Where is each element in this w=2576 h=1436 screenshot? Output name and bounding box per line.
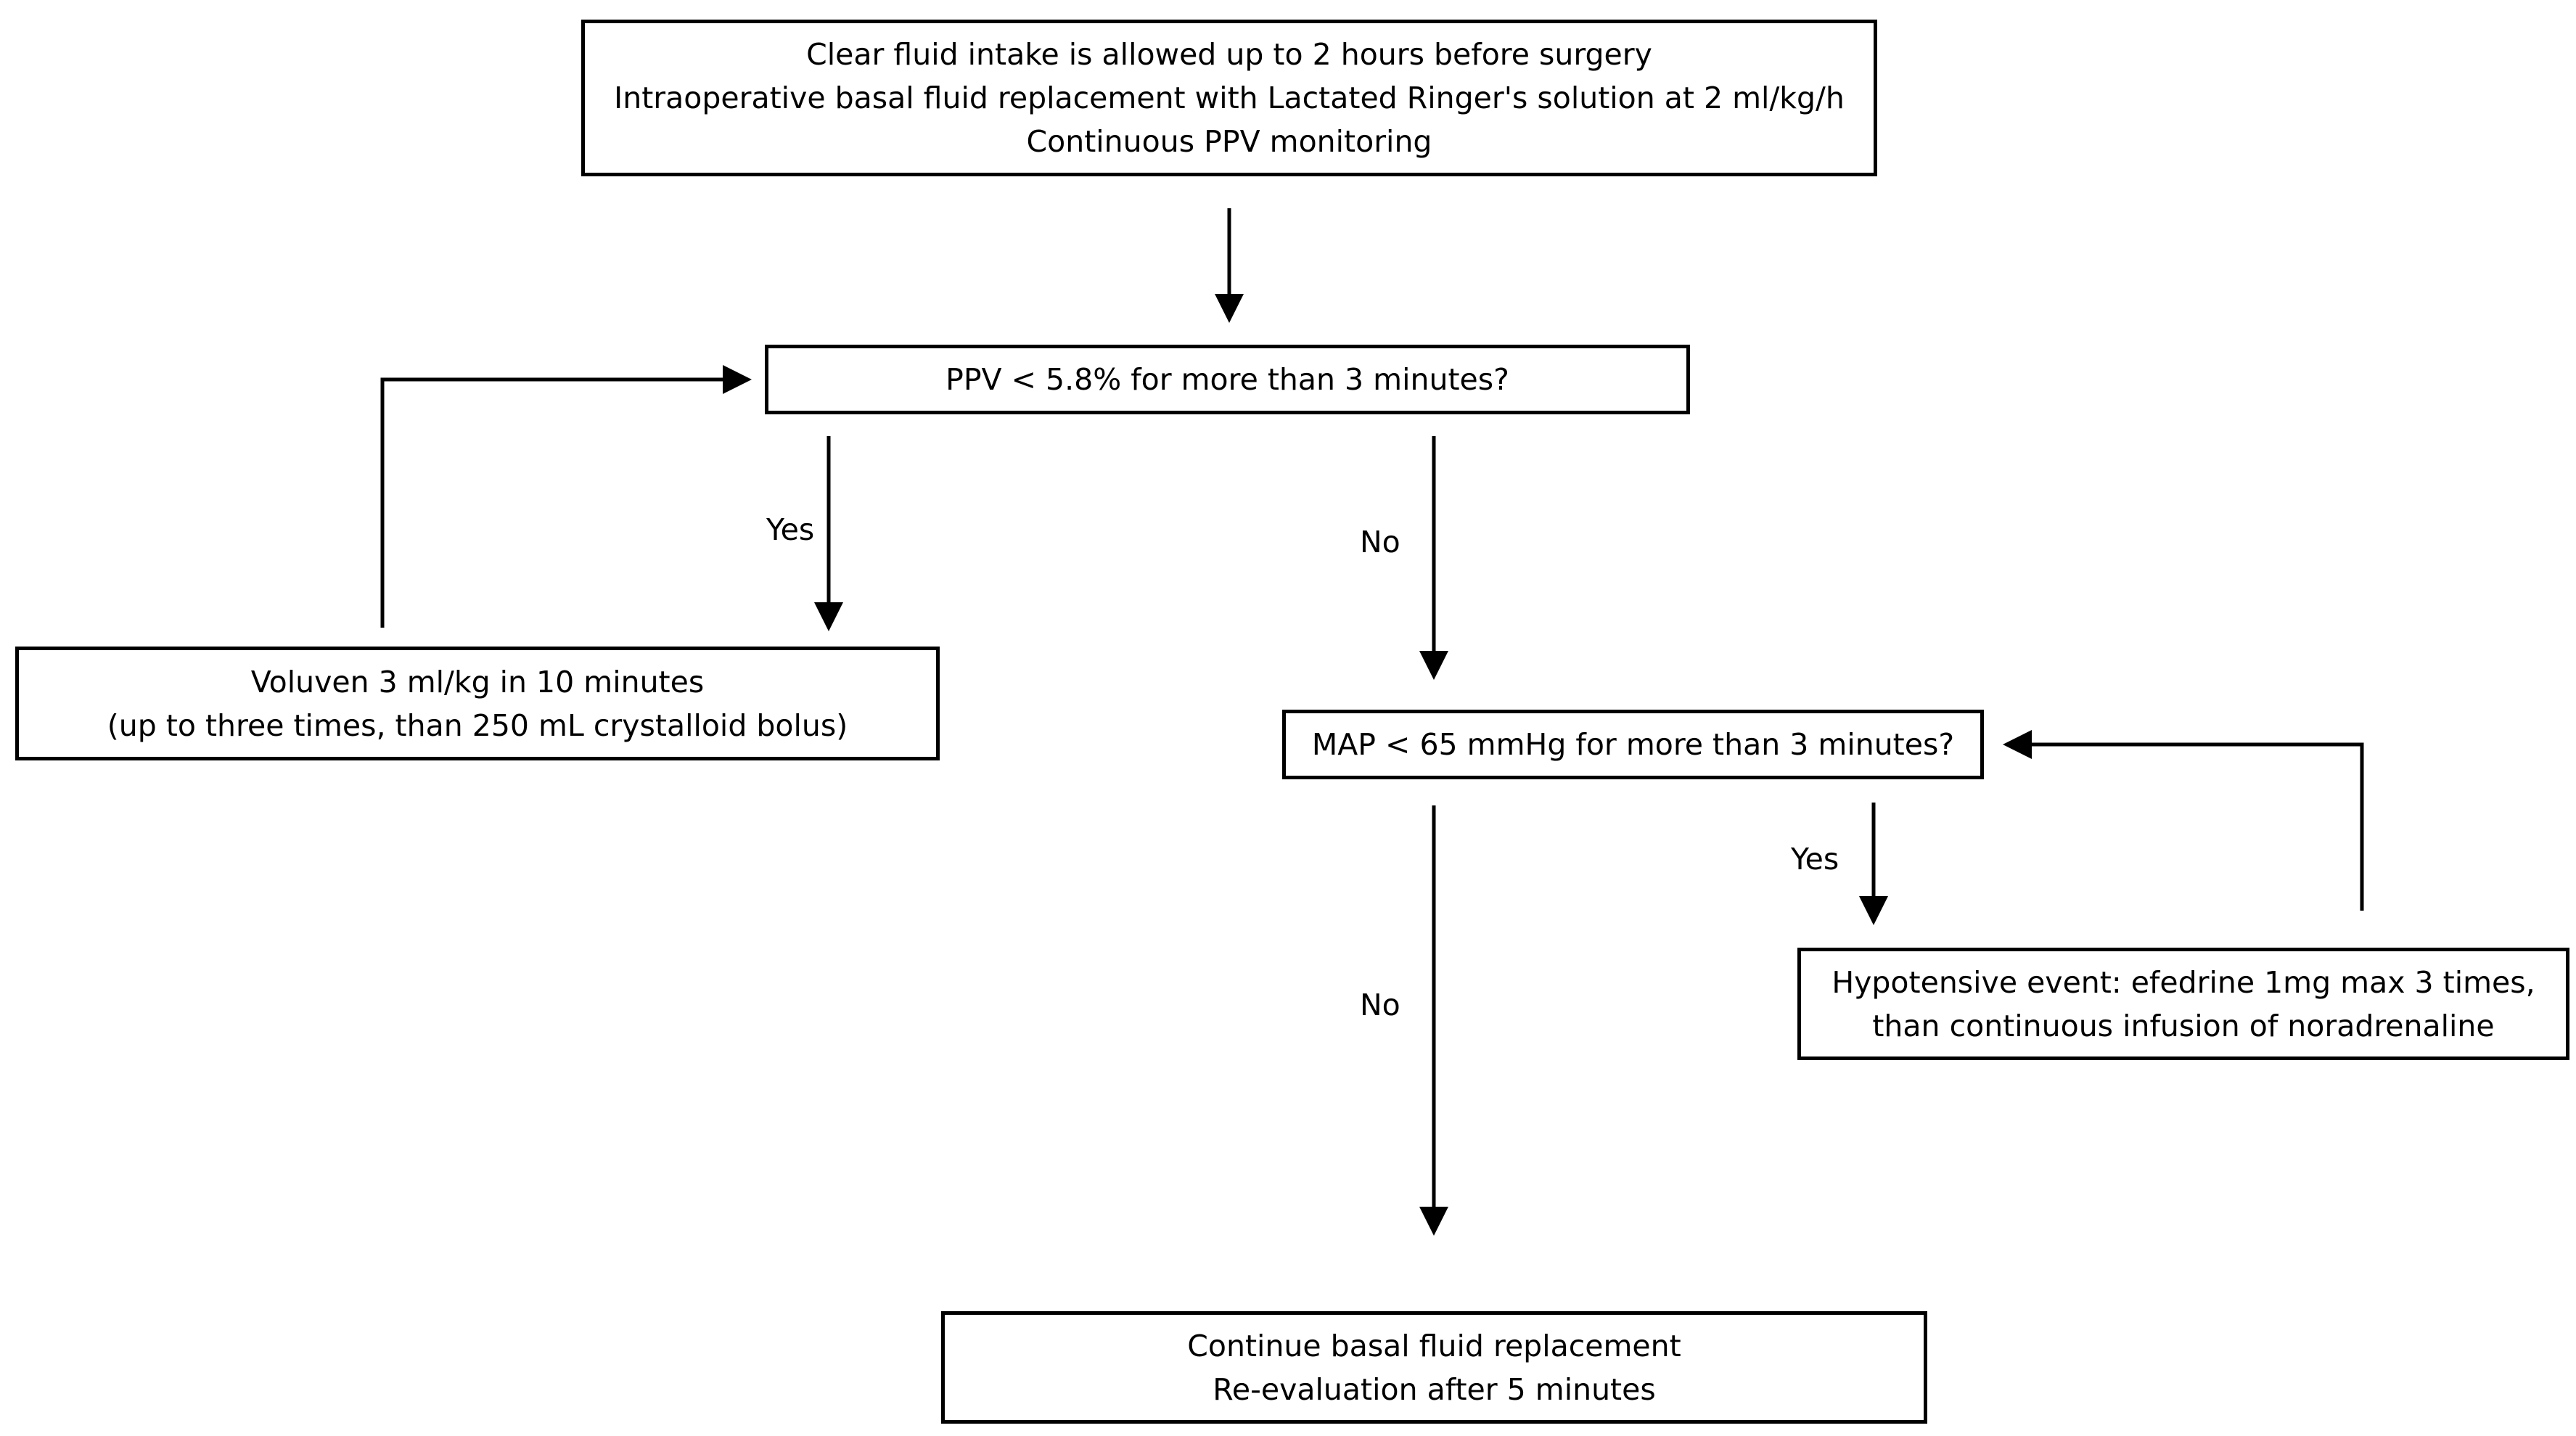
ppv-no-label: No (1360, 525, 1400, 559)
ppv-decision-node: PPV < 5.8% for more than 3 minutes? (765, 345, 1690, 414)
voluven-line-2: (up to three times, than 250 mL crystall… (107, 707, 848, 743)
map-decision-text: MAP < 65 mmHg for more than 3 minutes? (1311, 727, 1955, 762)
start-node-line-2: Intraoperative basal fluid replacement w… (614, 81, 1845, 115)
continue-line-2: Re-evaluation after 5 minutes (1213, 1371, 1656, 1407)
map-yes-label: Yes (1791, 842, 1839, 877)
hypotensive-line-2: than continuous infusion of noradrenalin… (1872, 1008, 2495, 1043)
hypotensive-action-node: Hypotensive event: efedrine 1mg max 3 ti… (1797, 948, 2569, 1060)
start-node-line-1: Clear fluid intake is allowed up to 2 ho… (806, 37, 1652, 72)
map-no-label: No (1360, 988, 1400, 1022)
start-node: Clear fluid intake is allowed up to 2 ho… (581, 20, 1877, 176)
ppv-yes-label: Yes (766, 512, 815, 547)
voluven-line-1: Voluven 3 ml/kg in 10 minutes (250, 664, 705, 699)
start-node-line-3: Continuous PPV monitoring (1026, 124, 1432, 159)
arrow-voluven-loop-to-ppv-check (380, 365, 752, 628)
voluven-action-node: Voluven 3 ml/kg in 10 minutes (up to thr… (15, 647, 940, 760)
ppv-decision-text: PPV < 5.8% for more than 3 minutes? (946, 362, 1509, 397)
map-decision-node: MAP < 65 mmHg for more than 3 minutes? (1282, 710, 1984, 779)
continue-line-1: Continue basal fluid replacement (1187, 1328, 1681, 1363)
continue-node: Continue basal fluid replacement Re-eval… (941, 1311, 1927, 1424)
arrow-hypotensive-loop-to-map-check (2003, 730, 2364, 911)
hypotensive-line-1: Hypotensive event: efedrine 1mg max 3 ti… (1831, 964, 2535, 1000)
